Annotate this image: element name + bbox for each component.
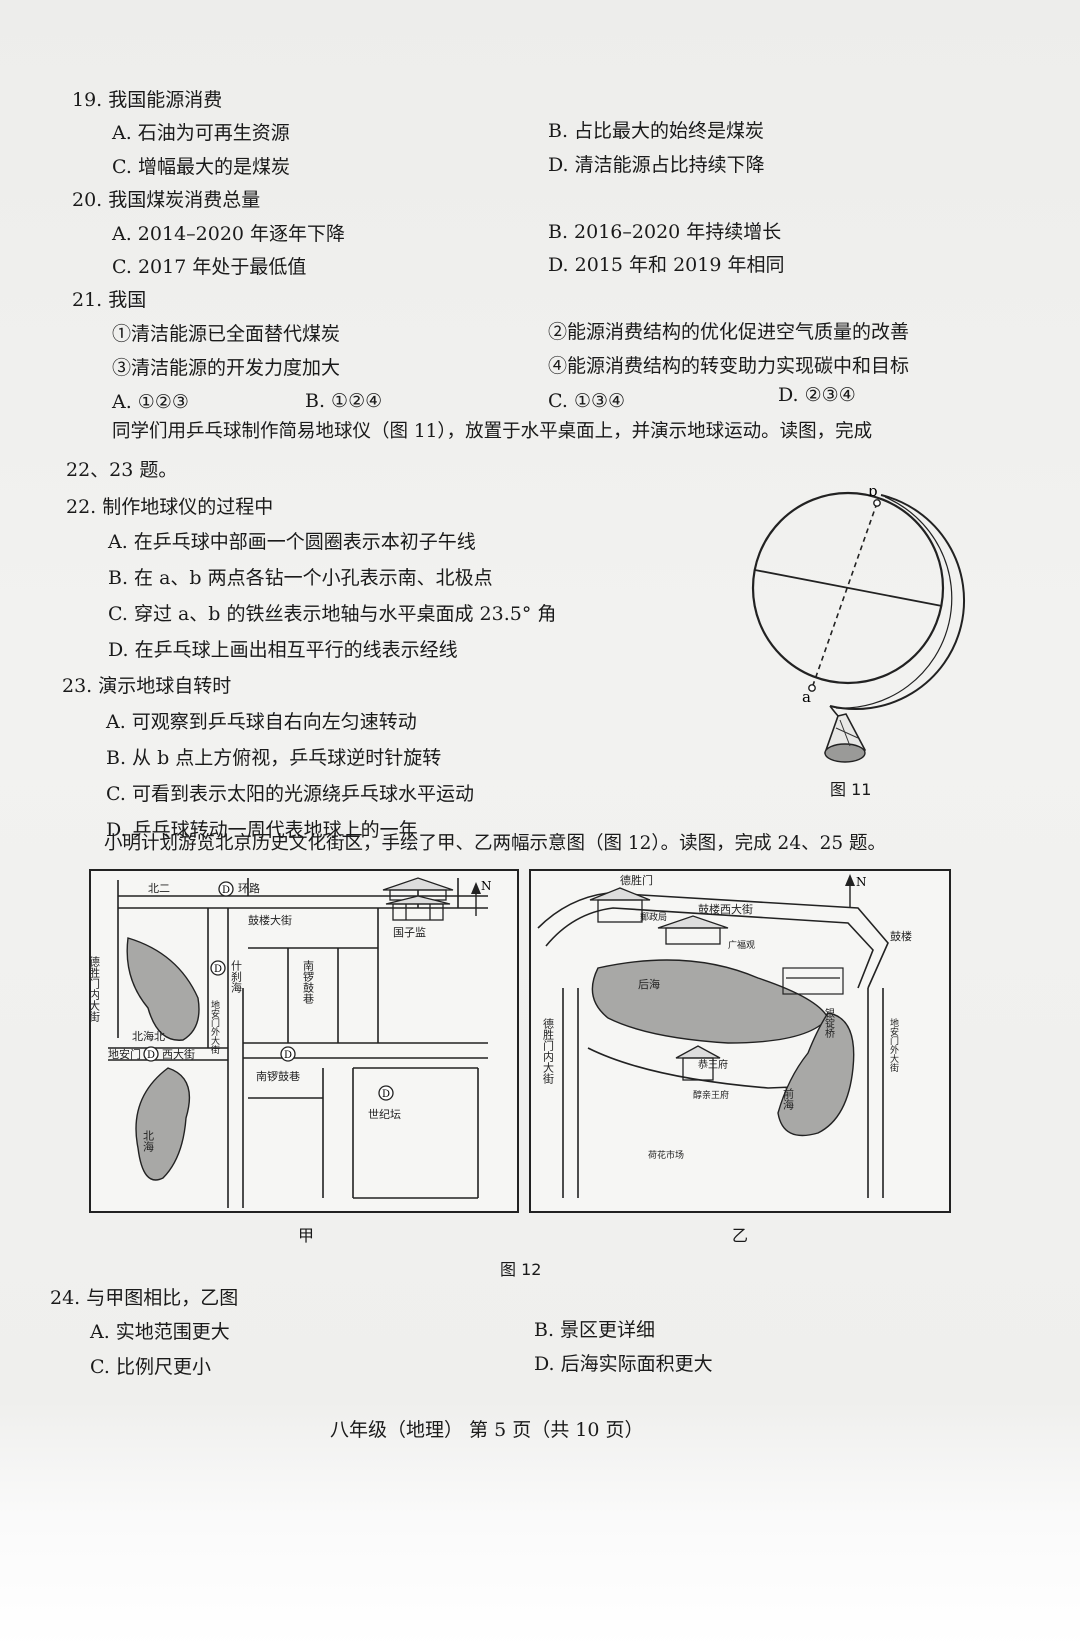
q19-option-d: D. 清洁能源占比持续下降 xyxy=(548,154,765,176)
svg-text:N: N xyxy=(856,875,867,889)
q22-option-b: B. 在 a、b 两点各钻一个小孔表示南、北极点 xyxy=(108,567,493,589)
map-jia-north-arrow: N xyxy=(471,879,492,916)
q19-option-a: A. 石油为可再生资源 xyxy=(112,122,290,144)
figure-12-map-yi: N 德胜门 鼓楼西大街 鼓楼 郵政局 广福观 后海 德胜门内大街 银锭桥 恭王府… xyxy=(529,869,951,1213)
q24-option-d: D. 后海实际面积更大 xyxy=(534,1353,713,1375)
label-xidajie: 西大街 xyxy=(162,1047,195,1061)
q22-stem: 22. 制作地球仪的过程中 xyxy=(66,496,274,518)
map-yi-north-arrow: N xyxy=(845,874,867,908)
q21-statement-4: ④能源消费结构的转变助力实现碳中和目标 xyxy=(548,355,910,377)
q20-option-a: A. 2014–2020 年逐年下降 xyxy=(112,223,346,245)
label-gulou-dajie: 鼓楼大街 xyxy=(248,913,292,927)
yinding-bridge-icon xyxy=(782,967,844,995)
q23-option-c: C. 可看到表示太阳的光源绕乒乓球水平运动 xyxy=(106,783,474,805)
q20-option-c: C. 2017 年处于最低值 xyxy=(112,256,307,278)
label-dianmen-1: 地安门 xyxy=(108,1047,141,1061)
figure-11-caption: 图 11 xyxy=(830,780,872,799)
label-houhai: 后海 xyxy=(638,977,660,991)
metro-icon: D xyxy=(222,885,230,896)
q22-option-c: C. 穿过 a、b 的铁丝表示地轴与水平桌面成 23.5° 角 xyxy=(108,603,557,625)
q23-stem: 23. 演示地球自转时 xyxy=(62,675,232,697)
q21-option-c: C. ①③④ xyxy=(548,390,626,412)
label-lotus: 荷花市场 xyxy=(648,1149,684,1161)
q22-option-a: A. 在乒乓球中部画一个圆圈表示本初子午线 xyxy=(108,531,476,553)
label-nanluoguxiang-h: 南锣鼓巷 xyxy=(256,1069,300,1083)
figure-11-globe: b a xyxy=(751,488,966,763)
label-guangfu: 广福观 xyxy=(728,939,755,951)
label-bei-er: 北二 xyxy=(148,882,170,895)
qianhai-lake xyxy=(777,1012,855,1137)
label-youju: 郵政局 xyxy=(640,911,667,923)
q23-option-a: A. 可观察到乒乓球自右向左匀速转动 xyxy=(106,711,417,733)
page-footer: 八年级（地理） 第 5 页（共 10 页） xyxy=(330,1419,644,1441)
q24-option-b: B. 景区更详细 xyxy=(534,1319,656,1341)
q20-option-b: B. 2016–2020 年持续增长 xyxy=(548,221,782,243)
label-dianmen-wai: 地安门外大街 xyxy=(888,1017,899,1073)
q19-option-c: C. 增幅最大的是煤炭 xyxy=(112,156,290,178)
q23-option-d: D. 乒乓球转动一周代表地球上的一年 xyxy=(106,819,418,841)
map-jia-label: 甲 xyxy=(298,1226,315,1245)
q21-option-a: A. ①②③ xyxy=(112,391,189,413)
globe-point-a-label: a xyxy=(802,688,811,706)
pavilion-building-icon xyxy=(675,1045,721,1081)
label-gongwangfu: 恭王府 xyxy=(698,1058,728,1071)
svg-text:N: N xyxy=(481,879,492,893)
label-beihai: 北海 xyxy=(142,1130,155,1153)
figure-12-map-jia: N D D D D D 北二 环路 鼓楼大街 国子监 德胜门内大街 什刹海 南锣… xyxy=(88,869,519,1213)
label-dianmen-wai: 地安门外大街 xyxy=(209,999,220,1055)
q21-option-d: D. ②③④ xyxy=(778,384,856,406)
guozijian-building-icon xyxy=(382,877,454,921)
intro-24-25: 小明计划游览北京历史文化街区，手绘了甲、乙两幅示意图（图 12）。读图，完成 2… xyxy=(104,833,887,854)
gulou-building-icon xyxy=(589,887,651,923)
label-gulou-xidajie: 鼓楼西大街 xyxy=(698,902,753,916)
q21-statement-2: ②能源消费结构的优化促进空气质量的改善 xyxy=(548,321,910,343)
q19-stem: 19. 我国能源消费 xyxy=(72,89,223,111)
metro-icon: D xyxy=(214,964,222,975)
label-deshengmen-neidajie: 德胜门内大街 xyxy=(88,955,101,1023)
label-shijiajie: 世纪坛 xyxy=(368,1108,401,1121)
q20-option-d: D. 2015 年和 2019 年相同 xyxy=(548,254,785,276)
q21-stem: 21. 我国 xyxy=(72,289,147,311)
label-guozijian: 国子监 xyxy=(393,926,426,939)
label-deshengmen-neidajie: 德胜门内大街 xyxy=(542,1017,555,1085)
q22-option-d: D. 在乒乓球上画出相互平行的线表示经线 xyxy=(108,639,458,661)
gongwangfu-building-icon xyxy=(657,915,729,945)
label-shichahai: 什刹海 xyxy=(230,960,243,994)
q21-option-b: B. ①②④ xyxy=(305,390,383,412)
q23-option-b: B. 从 b 点上方俯视，乒乓球逆时针旋转 xyxy=(106,747,442,769)
metro-icon: D xyxy=(382,1089,390,1100)
label-pavilion: 醇亲王府 xyxy=(693,1089,729,1101)
q21-statement-1: ①清洁能源已全面替代煤炭 xyxy=(112,323,341,345)
figure-12-caption: 图 12 xyxy=(500,1260,542,1279)
label-qianhai: 前海 xyxy=(782,1087,795,1111)
label-gulou: 鼓楼 xyxy=(890,929,912,943)
houhai-lake xyxy=(591,959,829,1044)
label-beihai-bei: 北海北 xyxy=(132,1029,165,1043)
label-yinding: 银锭桥 xyxy=(823,1007,835,1039)
q19-option-b: B. 占比最大的始终是煤炭 xyxy=(548,120,765,142)
q20-stem: 20. 我国煤炭消费总量 xyxy=(72,189,261,211)
globe-point-b-label: b xyxy=(868,488,878,500)
intro-22-23-line2: 22、23 题。 xyxy=(66,459,178,481)
label-nanluoguxiang-v: 南锣鼓巷 xyxy=(302,960,315,1004)
map-yi-label: 乙 xyxy=(732,1226,749,1245)
label-huanlu: 环路 xyxy=(238,882,260,895)
shichahai-lake xyxy=(126,937,200,1041)
label-deshengmen: 德胜门 xyxy=(620,873,653,887)
q24-option-a: A. 实地范围更大 xyxy=(90,1321,230,1343)
metro-icon: D xyxy=(284,1050,292,1061)
q21-statement-3: ③清洁能源的开发力度加大 xyxy=(112,357,341,379)
q24-option-c: C. 比例尺更小 xyxy=(90,1356,211,1378)
metro-icon: D xyxy=(147,1050,155,1061)
beihai-lake xyxy=(135,1067,191,1181)
q24-stem: 24. 与甲图相比，乙图 xyxy=(50,1287,239,1309)
intro-22-23-line1: 同学们用乒乓球制作简易地球仪（图 11），放置于水平桌面上，并演示地球运动。读图… xyxy=(112,421,873,442)
